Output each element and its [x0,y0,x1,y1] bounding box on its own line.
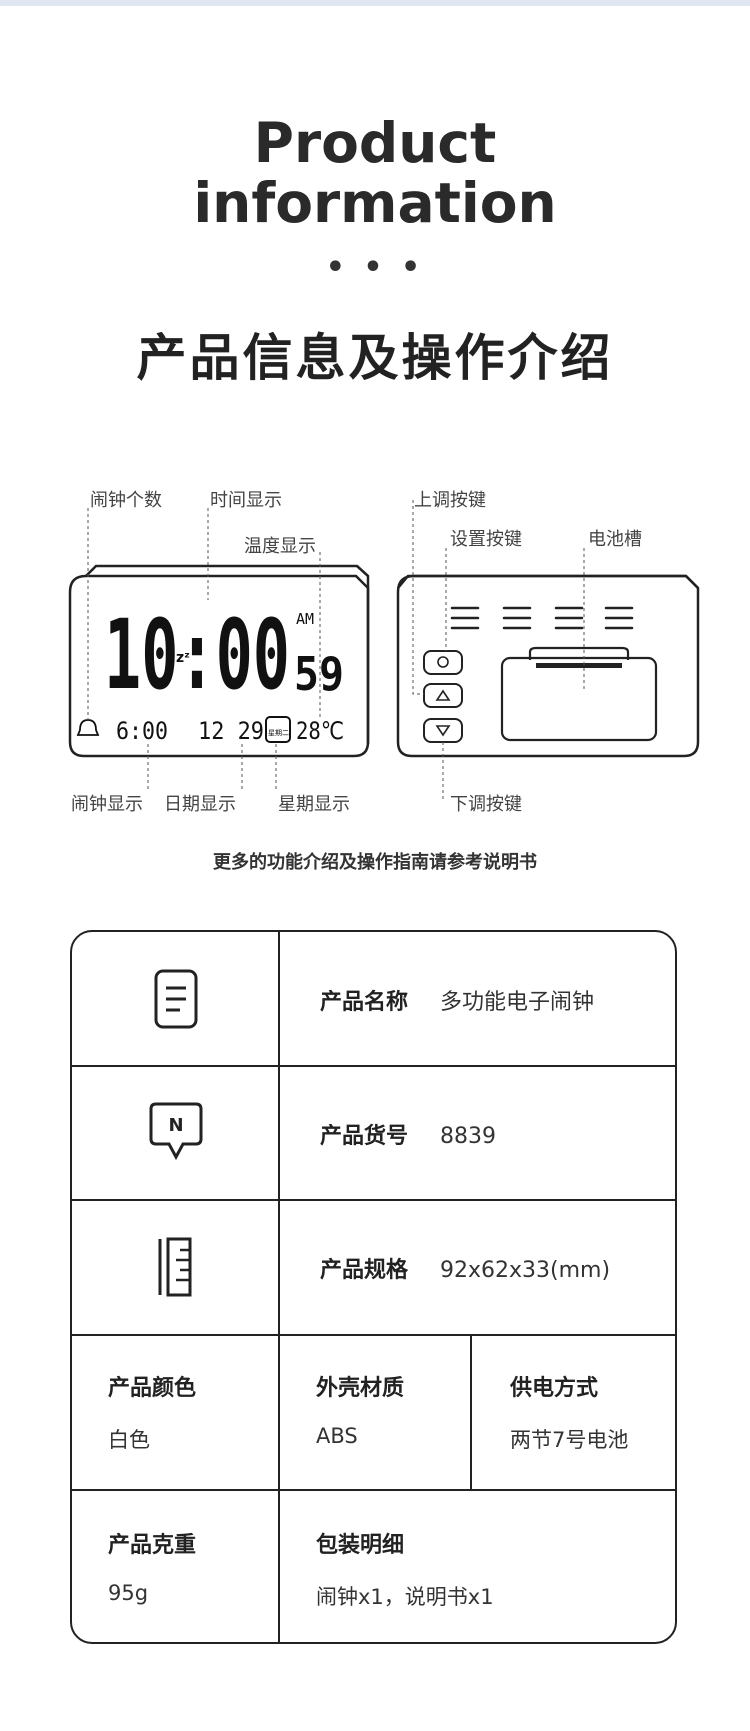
label-temp-display: 温度显示 [244,536,316,557]
clock-weekday-box [265,716,291,743]
clock-time-main: 10:00 [104,599,290,711]
label-time-display: 时间显示 [210,490,282,511]
svg-text:N: N [168,1115,183,1136]
spec-sku-label: 产品货号 [320,1124,409,1149]
spec-package: 包装明细 闹钟x1，说明书x1 [316,1527,494,1611]
label-alarm-count: 闹钟个数 [90,490,162,511]
title-en-line1: Product [253,111,497,175]
set-button[interactable] [423,650,463,675]
leader-lines [87,500,585,800]
label-week-display: 星期显示 [278,794,350,815]
manual-note: 更多的功能介绍及操作指南请参考说明书 [213,852,537,873]
product-diagram: 10:00 AM 59 zᶻ 6:00 12 29 星期二 28℃ [68,490,700,815]
spec-power-label: 供电方式 [510,1376,599,1401]
vent-grille [450,606,634,630]
spec-sku-value: 8839 [440,1124,497,1149]
spec-weight-label: 产品克重 [108,1533,197,1558]
label-battery: 电池槽 [588,529,642,550]
spec-weight-value: 95g [108,1581,149,1605]
spec-color-label: 产品颜色 [108,1376,197,1401]
clock-alarm-time: 6:00 [116,717,168,745]
alarm-bell-icon [76,719,100,736]
label-set-key: 设置按键 [450,529,522,550]
clock-date: 12 29 [198,717,264,745]
clock-am: AM [296,610,314,628]
triangle-down-icon [435,725,451,737]
title-dots: • • • [325,250,425,285]
snooze-zz-icon: zᶻ [176,650,190,666]
spec-power-value: 两节7号电池 [510,1428,629,1452]
spec-size: 产品规格 92x62x33(mm) [320,1252,610,1284]
spec-size-value: 92x62x33(mm) [440,1258,611,1283]
spec-size-label: 产品规格 [320,1258,409,1283]
title-cn: 产品信息及操作介绍 [136,329,614,387]
spec-shell-value: ABS [316,1424,358,1448]
top-strip [0,0,750,6]
label-up-key: 上调按键 [414,490,486,511]
clock-weekday: 星期二 [268,729,289,737]
n-badge-icon: N [72,1065,280,1199]
spec-weight: 产品克重 95g [108,1527,196,1605]
spec-name-label: 产品名称 [320,990,409,1015]
label-down-key: 下调按键 [450,794,522,815]
battery-slot [500,646,658,742]
spec-package-label: 包装明细 [316,1533,405,1558]
spec-color-value: 白色 [108,1428,150,1452]
spec-sku: 产品货号 8839 [320,1118,496,1150]
spec-name: 产品名称 多功能电子闹钟 [320,984,594,1016]
triangle-up-icon [435,689,451,701]
col-divider [470,1334,472,1489]
spec-package-value: 闹钟x1，说明书x1 [316,1585,494,1609]
label-date-display: 日期显示 [164,794,236,815]
label-alarm-display: 闹钟显示 [71,794,143,815]
clock-back [396,574,700,758]
row-divider [72,1199,675,1201]
spec-shell: 外壳材质 ABS [316,1370,404,1448]
up-button[interactable] [423,683,463,708]
row-divider [72,1489,675,1491]
ruler-icon [72,1199,280,1334]
document-icon [72,932,280,1065]
col-divider [278,932,280,1642]
spec-shell-label: 外壳材质 [316,1376,405,1401]
spec-color: 产品颜色 白色 [108,1370,196,1454]
spec-power: 供电方式 两节7号电池 [510,1370,628,1454]
row-divider [72,1334,675,1336]
row-divider [72,1065,675,1067]
clock-seconds: 59 [294,647,344,701]
clock-temp: 28℃ [296,717,344,745]
spec-name-value: 多功能电子闹钟 [440,990,595,1015]
title-en-line2: information [193,171,557,235]
clock-front: 10:00 AM 59 zᶻ 6:00 12 29 星期二 28℃ [68,564,370,758]
gear-icon [437,656,449,668]
